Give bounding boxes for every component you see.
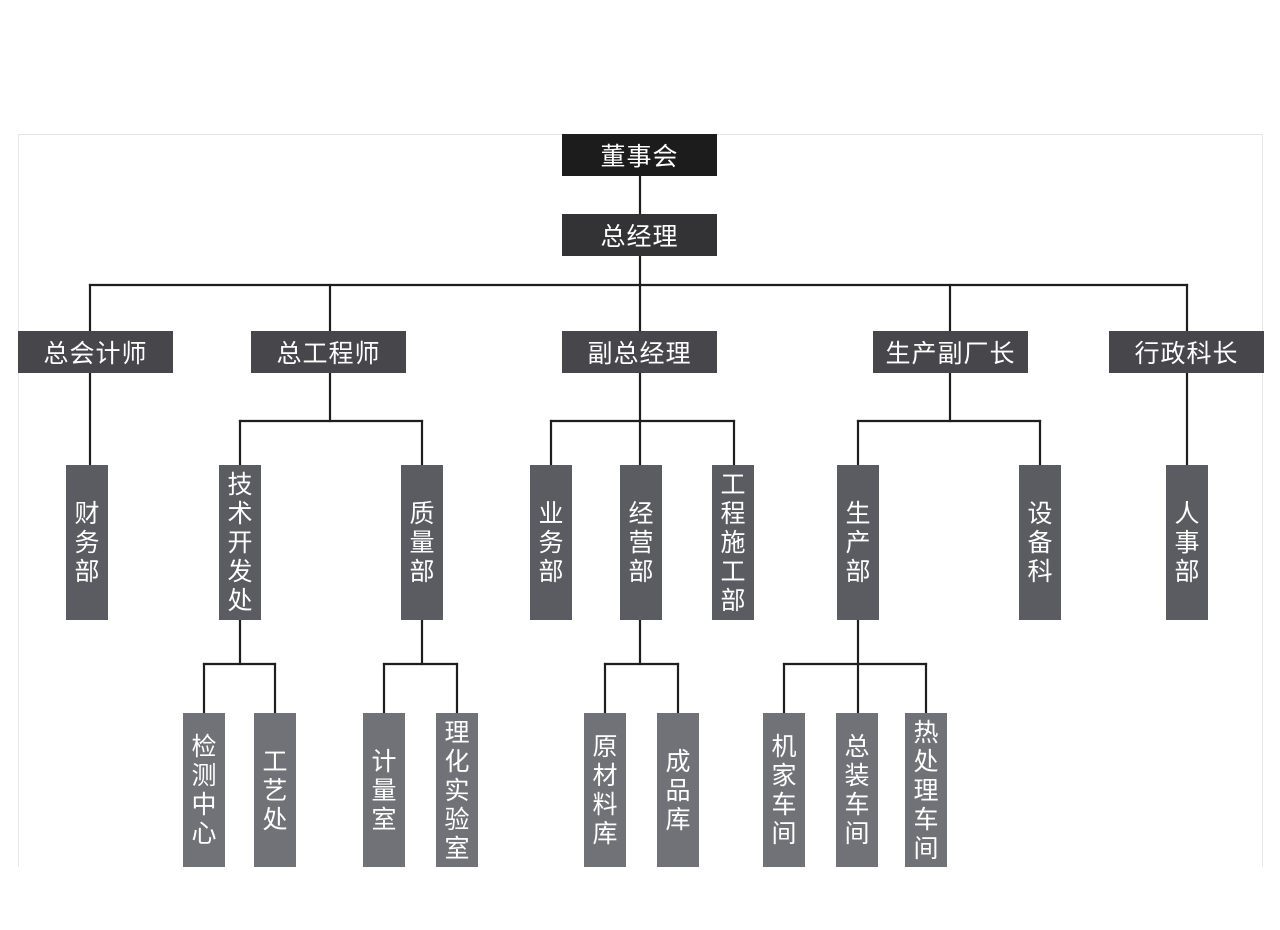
node-testing-center: 检测中心 bbox=[183, 713, 225, 867]
node-equipment-section: 设备科 bbox=[1019, 465, 1061, 620]
node-tech-dev-office: 技术开发处 bbox=[219, 465, 261, 620]
node-admin-chief: 行政科长 bbox=[1109, 331, 1264, 373]
node-finished-goods-store: 成品库 bbox=[657, 713, 699, 867]
node-chief-engineer: 总工程师 bbox=[251, 331, 406, 373]
node-deputy-gm: 副总经理 bbox=[562, 331, 717, 373]
node-machining-workshop: 机家车间 bbox=[763, 713, 805, 867]
node-metrology-room: 计量室 bbox=[363, 713, 405, 867]
node-quality-dept: 质量部 bbox=[401, 465, 443, 620]
node-business-dept: 业务部 bbox=[530, 465, 572, 620]
node-assembly-workshop: 总装车间 bbox=[836, 713, 878, 867]
node-construction-dept: 工程施工部 bbox=[712, 465, 754, 620]
node-deputy-director-production: 生产副厂长 bbox=[873, 331, 1028, 373]
node-general-manager: 总经理 bbox=[562, 214, 717, 256]
node-finance-dept: 财务部 bbox=[66, 465, 108, 620]
node-process-office: 工艺处 bbox=[254, 713, 296, 867]
node-operations-dept: 经营部 bbox=[620, 465, 662, 620]
node-hr-dept: 人事部 bbox=[1166, 465, 1208, 620]
node-phys-chem-lab: 理化实验室 bbox=[436, 713, 478, 867]
node-chief-accountant: 总会计师 bbox=[18, 331, 173, 373]
node-production-dept: 生产部 bbox=[837, 465, 879, 620]
node-board: 董事会 bbox=[562, 134, 717, 176]
node-raw-material-store: 原材料库 bbox=[584, 713, 626, 867]
node-heat-treatment-workshop: 热处理车间 bbox=[905, 713, 947, 867]
